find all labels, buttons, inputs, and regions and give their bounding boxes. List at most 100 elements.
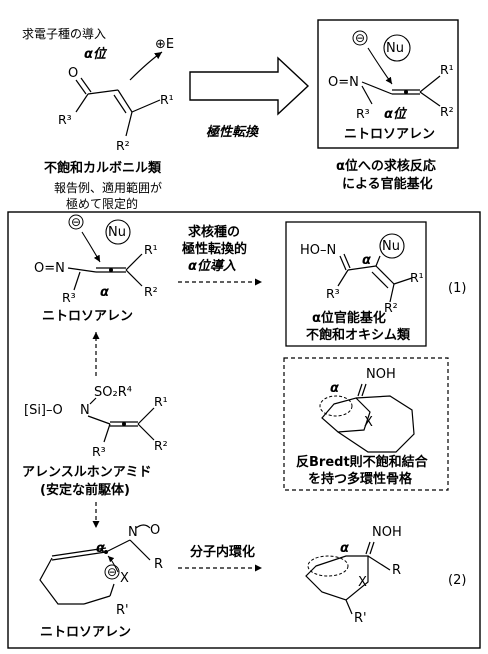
- bond: [109, 583, 115, 597]
- bond: [137, 407, 155, 425]
- electrophile-label: ⊕E: [155, 37, 174, 52]
- bottom-nitroso-allene: N O α R ⊖ X R' ニトロソアレン: [39, 523, 163, 640]
- n-o-bond: [135, 524, 151, 529]
- minus-sign: ⊖: [71, 215, 81, 229]
- product1-box: HO–N Nu α R¹ R² R³ α位官能基化 不飽和オキシム類: [285, 221, 427, 347]
- noh-label: NOH: [372, 525, 402, 540]
- r-prime-label: R': [354, 611, 367, 626]
- bond: [337, 269, 349, 287]
- reaction-arrow-2: 分子内環化: [178, 544, 262, 572]
- bond: [80, 77, 92, 93]
- nu-label: Nu: [108, 225, 126, 240]
- r-label: R: [392, 563, 401, 578]
- bond: [67, 267, 97, 273]
- bond: [361, 383, 367, 397]
- bond: [343, 253, 351, 269]
- reaction-arrow-1: 求核種の 極性転換的 α位導入: [178, 224, 262, 286]
- bond: [131, 99, 161, 113]
- minus-circle: [104, 564, 120, 580]
- limited-note-1: 報告例、適用範囲が: [54, 180, 162, 195]
- r3-label: R³: [356, 106, 370, 121]
- noh-label: NOH: [366, 367, 396, 382]
- allene-center: [109, 268, 113, 272]
- umpolung-label: 極性転換: [206, 124, 259, 140]
- bond: [365, 541, 371, 555]
- unsaturated-carbonyl-label: 不飽和カルボニル類: [44, 160, 162, 176]
- bond: [347, 265, 377, 271]
- r2-label: R²: [154, 438, 168, 453]
- bond: [137, 423, 155, 441]
- alpha-nuc-label-1: α位への求核反応: [336, 158, 436, 174]
- minus-sign: ⊖: [107, 565, 117, 579]
- r3-label: R³: [326, 286, 340, 301]
- top-nitroso-allene-box: Nu ⊖ O=N R¹ R² R³ α位 ニトロソアレン α位への求核反応 によ…: [317, 19, 459, 192]
- precursor-label-2: (安定な前駆体): [40, 482, 130, 498]
- box-frame: [317, 19, 459, 149]
- allene-center: [122, 422, 126, 426]
- bond: [375, 255, 381, 267]
- bond: [375, 265, 395, 285]
- bond: [75, 79, 87, 95]
- bond: [105, 539, 131, 553]
- bond: [125, 253, 143, 271]
- product1-label-2: 不飽和オキシム類: [306, 327, 411, 343]
- nitroso-o-n: O=N: [328, 75, 359, 90]
- bond: [103, 423, 111, 443]
- intramolecular-label: 分子内環化: [190, 544, 255, 560]
- bond: [389, 283, 395, 303]
- bond: [369, 541, 375, 555]
- nu-attack-arrow: [367, 47, 393, 85]
- r1-label: R¹: [160, 92, 174, 107]
- bond: [371, 271, 389, 289]
- ho-n-label: HO–N: [300, 243, 336, 258]
- ring: [305, 555, 369, 601]
- intro-label: 求電子種の導入: [22, 27, 106, 41]
- nu-label: Nu: [382, 239, 400, 254]
- bond: [75, 93, 89, 113]
- r3-label: R³: [62, 290, 76, 305]
- bond: [125, 111, 133, 137]
- cyclization-arrow: [107, 555, 119, 573]
- bond: [345, 599, 353, 615]
- tether-chain: [39, 557, 84, 605]
- nitrogen: N: [80, 403, 90, 418]
- nitroso-allene-label: ニトロソアレン: [40, 625, 131, 640]
- r1-label: R¹: [144, 242, 158, 257]
- precursor-label-1: アレンスルホンアミド: [22, 465, 151, 480]
- bond: [89, 397, 97, 405]
- main-frame: [7, 211, 481, 649]
- r1-label: R¹: [440, 62, 454, 77]
- bond: [87, 415, 111, 425]
- arrow1-label-3: α位導入: [188, 258, 236, 274]
- bond: [113, 94, 127, 114]
- bond: [367, 555, 391, 571]
- nitroso-allene-label: ニトロソアレン: [42, 309, 133, 324]
- bond: [357, 383, 363, 397]
- bond: [51, 547, 107, 557]
- alpha-nuc-label-2: による官能基化: [342, 176, 433, 192]
- nu-circle: [383, 34, 411, 62]
- nu-label: Nu: [386, 41, 404, 56]
- electrophile-arrow: [129, 51, 163, 81]
- r2-label: R²: [144, 284, 158, 299]
- dashed-box-frame: [283, 357, 449, 491]
- bond: [361, 81, 393, 95]
- bond: [73, 271, 81, 291]
- x-label: X: [358, 575, 367, 590]
- minus-circle: [352, 30, 368, 46]
- x-label: X: [364, 415, 373, 430]
- bredt-box: NOH α X 反Bredt則不飽和結合 を持つ多環性骨格: [283, 357, 449, 491]
- si-o-label: [Si]–O: [24, 403, 63, 418]
- nu-circle: [105, 219, 131, 245]
- alpha-label: α: [330, 381, 339, 396]
- product2: NOH α R X R': [305, 525, 402, 626]
- nu-circle: [379, 233, 405, 259]
- double-bond-highlight: [319, 395, 353, 417]
- big-arrow-shape: [189, 56, 310, 116]
- r1-label: R¹: [410, 270, 424, 285]
- bond: [125, 269, 143, 287]
- arrow1-label-1: 求核種の: [188, 224, 240, 240]
- so2r4-label: SO₂R⁴: [94, 385, 132, 400]
- umpolung-arrow: 極性転換: [189, 56, 310, 140]
- alpha-position-label: α位: [84, 46, 108, 62]
